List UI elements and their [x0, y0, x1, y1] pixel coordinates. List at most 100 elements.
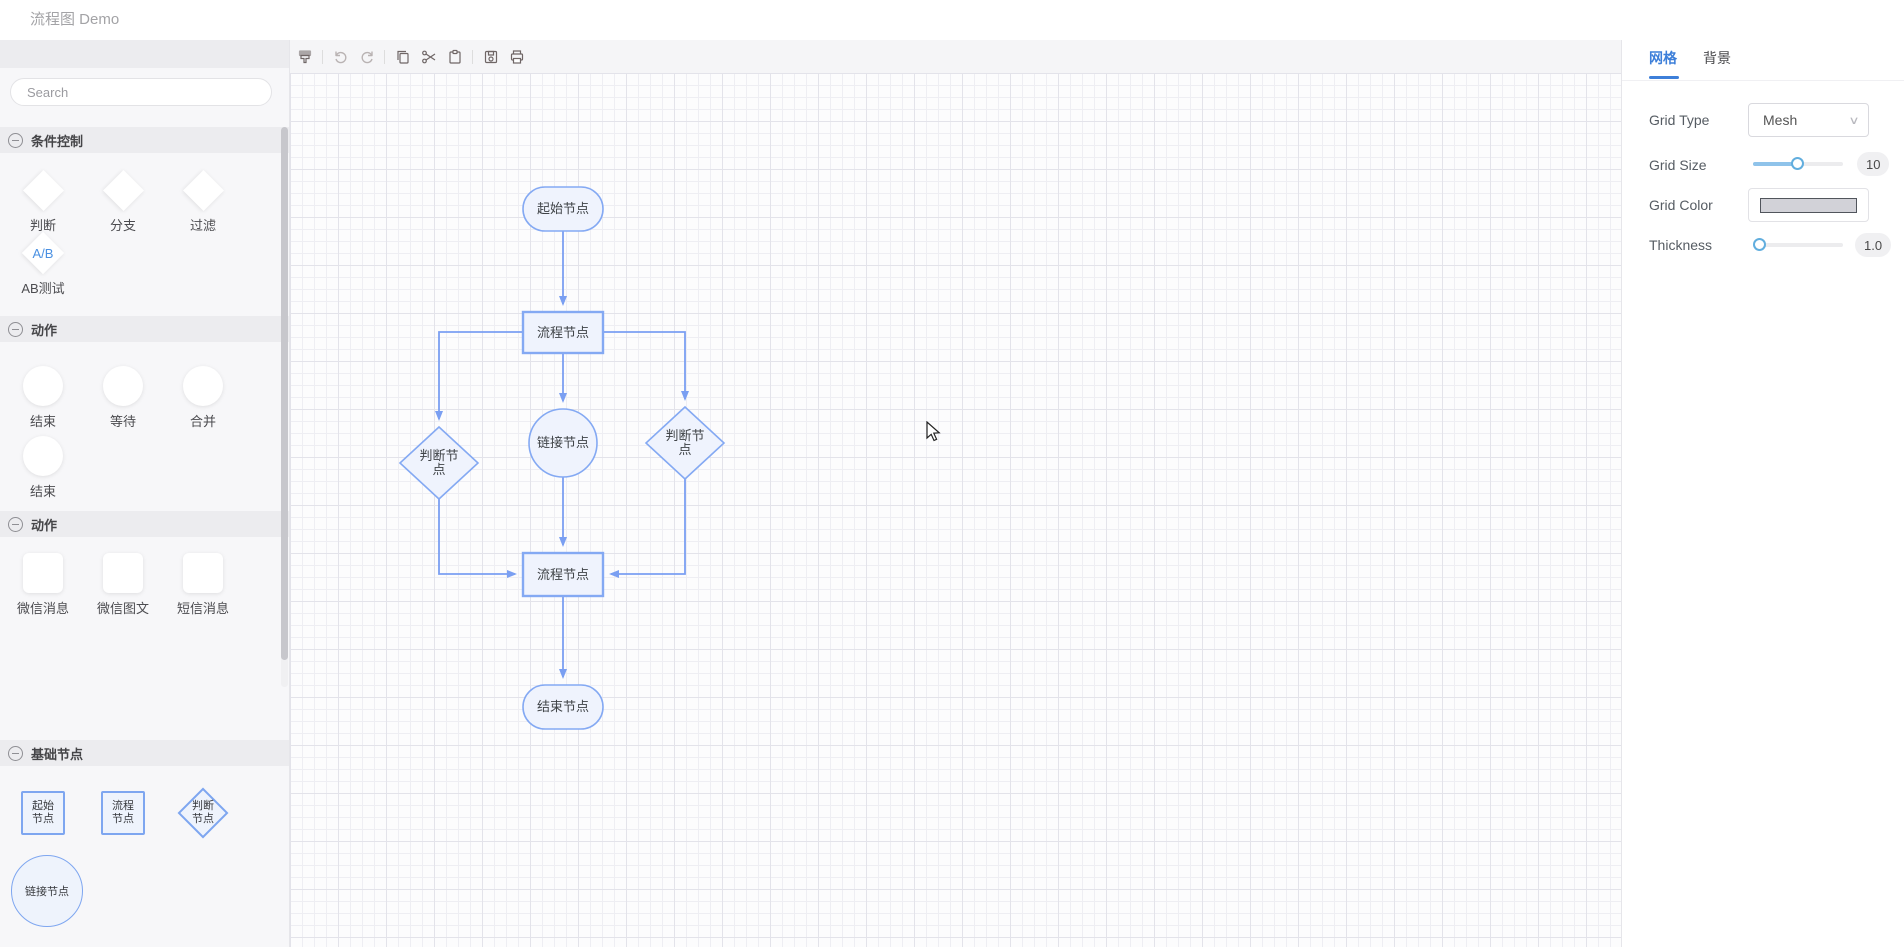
thickness-slider-handle[interactable] — [1753, 238, 1766, 251]
toolbar-separator — [472, 49, 473, 64]
sidebar-scrollbar-thumb[interactable] — [281, 127, 288, 660]
section-header-basic-nodes[interactable]: 基础节点 — [0, 740, 289, 766]
section-header-action-2[interactable]: 动作 — [0, 511, 289, 537]
grid-settings-panel: 网格 背景 Grid Type Mesh ∨ Grid Size 10 Grid… — [1621, 40, 1904, 947]
palette-item-end[interactable]: 结束 — [3, 365, 83, 430]
undo-icon[interactable] — [332, 48, 349, 65]
edge-process1-to-right-decision — [603, 331, 689, 401]
canvas-grid[interactable]: 起始节点 流程节点 链接节点 判断节 点 判断节 — [290, 73, 1621, 947]
canvas-toolbar — [290, 40, 1621, 73]
collapse-icon[interactable] — [8, 132, 23, 148]
node-process-2[interactable]: 流程节点 — [521, 551, 605, 598]
grid-color-button[interactable] — [1748, 188, 1869, 222]
sidebar-top-strip — [0, 40, 289, 68]
palette-item-process-node[interactable]: 流程 节点 — [83, 791, 163, 835]
copy-icon[interactable] — [394, 48, 411, 65]
grid-size-slider-handle[interactable] — [1791, 157, 1804, 170]
flow-canvas-region: 起始节点 流程节点 链接节点 判断节 点 判断节 — [290, 40, 1621, 947]
grid-type-select[interactable]: Mesh ∨ — [1748, 103, 1869, 137]
palette-item-label: 结束 — [29, 414, 56, 429]
print-icon[interactable] — [508, 48, 525, 65]
ab-badge: A/B — [32, 245, 54, 261]
sidebar-scrollbar[interactable] — [281, 127, 288, 687]
process-node-shape-icon: 流程 节点 — [101, 791, 145, 835]
palette-item-wechat-message[interactable]: 微信消息 — [3, 552, 83, 617]
shape-text: 流程 — [112, 800, 134, 812]
palette-item-ab-test[interactable]: A/B AB测试 — [3, 231, 83, 297]
palette-item-link-node[interactable]: 链接节点 — [7, 855, 87, 927]
collapse-icon[interactable] — [8, 745, 23, 761]
link-node-shape-icon: 链接节点 — [11, 855, 83, 927]
node-decision-right[interactable]: 判断节 点 — [644, 405, 726, 481]
cut-icon[interactable] — [420, 48, 437, 65]
thickness-slider[interactable] — [1753, 238, 1843, 251]
palette-item-end-2[interactable]: 结束 — [3, 435, 83, 500]
edge-right-decision-to-process2 — [609, 479, 686, 578]
palette-item-label: 微信消息 — [16, 601, 69, 616]
palette-item-label: 短信消息 — [176, 601, 229, 616]
node-end[interactable]: 结束节点 — [522, 684, 604, 730]
chevron-down-icon: ∨ — [1848, 114, 1860, 127]
palette-item-wait[interactable]: 等待 — [83, 365, 163, 430]
flow-nodes: 起始节点 流程节点 链接节点 判断节 点 判断节 — [398, 186, 726, 730]
start-node-shape-icon: 起始 节点 — [21, 791, 65, 835]
node-link[interactable]: 链接节点 — [528, 408, 598, 478]
circle-shape-icon — [103, 366, 143, 406]
redo-icon[interactable] — [358, 48, 375, 65]
ab-diamond-shape-icon: A/B — [21, 231, 65, 275]
square-shape-icon — [183, 553, 223, 593]
grid-size-slider[interactable] — [1753, 157, 1843, 170]
palette-item-label: 分支 — [109, 218, 136, 233]
palette-item-filter[interactable]: 过滤 — [163, 169, 243, 234]
palette-item-start-node[interactable]: 起始 节点 — [3, 791, 83, 835]
grid-size-label: Grid Size — [1649, 157, 1707, 173]
node-process-1[interactable]: 流程节点 — [521, 310, 605, 355]
tab-grid[interactable]: 网格 — [1649, 50, 1677, 66]
paste-icon[interactable] — [446, 48, 463, 65]
section-header-condition-control[interactable]: 条件控制 — [0, 127, 289, 153]
thickness-label: Thickness — [1649, 237, 1713, 253]
collapse-icon[interactable] — [8, 516, 23, 532]
grid-color-swatch — [1760, 197, 1857, 213]
palette-item-merge[interactable]: 合并 — [163, 365, 243, 430]
flowchart: 起始节点 流程节点 链接节点 判断节 点 判断节 — [398, 186, 726, 730]
square-shape-icon — [103, 553, 143, 593]
palette-item-branch[interactable]: 分支 — [83, 169, 163, 234]
grid-size-value: 10 — [1857, 152, 1890, 176]
diamond-shape-icon — [182, 169, 224, 211]
node-start[interactable]: 起始节点 — [522, 186, 604, 232]
node-label: 点 — [678, 442, 691, 457]
tab-background[interactable]: 背景 — [1703, 50, 1731, 66]
active-tab-underline — [1649, 76, 1679, 79]
shape-palette-sidebar: 条件控制 判断 分支 过滤 A/B AB测试 动作 结束 等待 合并 结束 — [0, 40, 290, 947]
edge-left-decision-to-process2 — [438, 499, 517, 578]
edge-process1-to-left-decision — [435, 331, 523, 421]
save-icon[interactable] — [482, 48, 499, 65]
flow-edges — [435, 231, 689, 679]
palette-item-decision-node[interactable]: 判断 节点 — [163, 787, 243, 839]
node-decision-left[interactable]: 判断节 点 — [398, 425, 480, 501]
shape-text: 起始 — [32, 800, 54, 812]
section-header-action-1[interactable]: 动作 — [0, 316, 289, 342]
collapse-icon[interactable] — [8, 321, 23, 337]
node-label: 流程节点 — [537, 567, 589, 582]
node-label: 判断节 — [419, 448, 458, 463]
palette-item-label: 结束 — [29, 484, 56, 499]
paint-format-icon[interactable] — [296, 48, 313, 65]
search-input[interactable] — [10, 78, 272, 106]
node-label: 流程节点 — [537, 325, 589, 340]
grid-size-slider-fill — [1753, 162, 1798, 166]
palette-item-label: 过滤 — [189, 218, 216, 233]
section-title: 动作 — [31, 322, 58, 338]
shape-text: 判断 — [192, 800, 214, 812]
decision-node-shape-icon: 判断 节点 — [177, 787, 229, 839]
palette-item-sms-message[interactable]: 短信消息 — [163, 552, 243, 617]
palette-item-judge[interactable]: 判断 — [3, 169, 83, 234]
circle-shape-icon — [23, 366, 63, 406]
node-label: 判断节 — [665, 428, 704, 443]
section-title: 基础节点 — [31, 746, 84, 762]
palette-item-label: 微信图文 — [96, 601, 149, 616]
node-label: 点 — [432, 462, 445, 477]
diamond-shape-icon — [102, 169, 144, 211]
palette-item-wechat-imagetext[interactable]: 微信图文 — [83, 552, 163, 617]
